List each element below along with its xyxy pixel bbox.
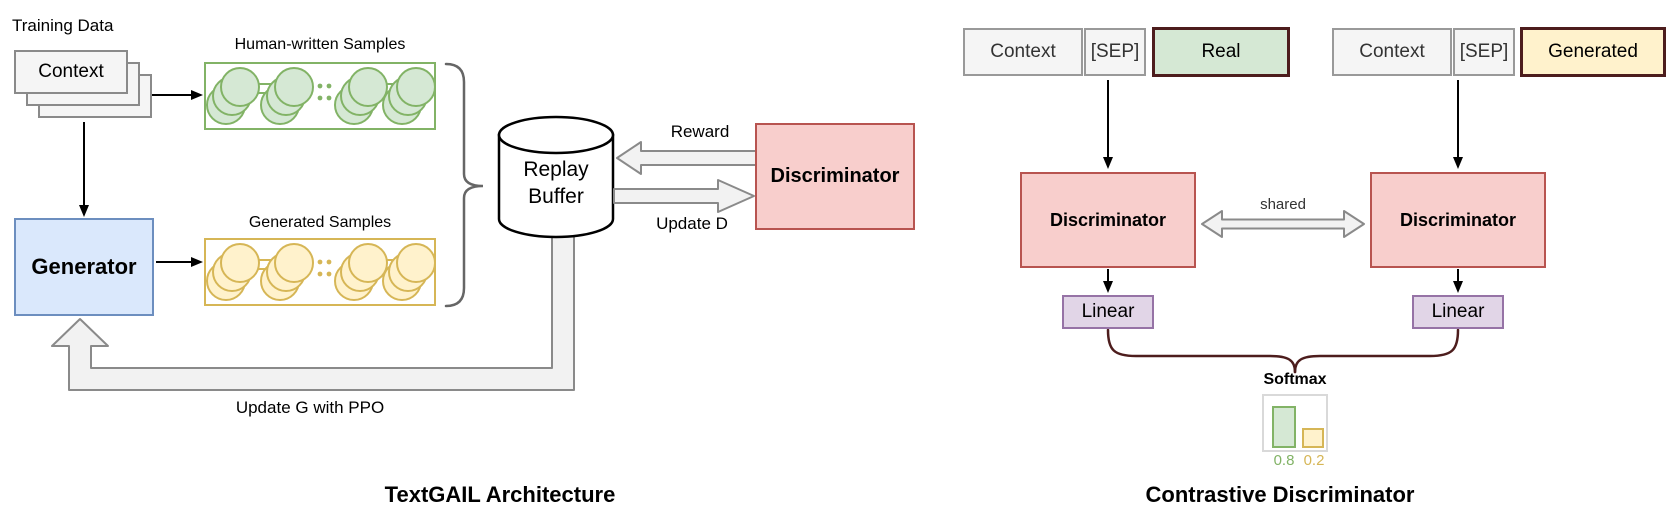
contrastive-discriminator-title: Contrastive Discriminator bbox=[1145, 482, 1415, 507]
replay-buffer-label: Replay Buffer bbox=[499, 156, 613, 210]
replay-buffer-cylinder bbox=[497, 115, 615, 239]
reward-arrow bbox=[616, 141, 757, 175]
contrastive-discriminator-right-box: Discriminator bbox=[1370, 172, 1546, 268]
replay-buffer-line1: Replay bbox=[523, 158, 589, 181]
softmax-value-real: 0.8 bbox=[1273, 452, 1295, 469]
update-g-pipe-arrow bbox=[51, 225, 575, 391]
update-g-label: Update G with PPO bbox=[235, 398, 385, 417]
linear-left-box: Linear bbox=[1062, 295, 1154, 329]
context-sheet-front: Context bbox=[14, 50, 128, 94]
softmax-brace bbox=[1106, 328, 1460, 374]
replay-buffer-line2: Buffer bbox=[528, 185, 584, 208]
linear-right-box: Linear bbox=[1412, 295, 1504, 329]
training-data-label: Training Data bbox=[12, 16, 114, 35]
reward-label: Reward bbox=[670, 122, 730, 141]
human-samples-label: Human-written Samples bbox=[234, 36, 406, 53]
discriminator-box: Discriminator bbox=[755, 123, 915, 230]
update-d-label: Update D bbox=[656, 214, 728, 233]
generated-sample-circles-icon bbox=[206, 243, 436, 301]
gen-row-sep-cell: [SEP] bbox=[1453, 28, 1515, 76]
contrastive-discriminator-left-box: Discriminator bbox=[1020, 172, 1196, 268]
real-row-sep-cell: [SEP] bbox=[1084, 28, 1146, 76]
shared-weights-double-arrow bbox=[1201, 210, 1365, 238]
samples-brace bbox=[444, 62, 484, 308]
real-tag-cell: Real bbox=[1152, 27, 1290, 77]
human-sample-circles-icon bbox=[206, 67, 436, 125]
real-row-context-cell: Context bbox=[963, 28, 1083, 76]
gen-row-context-cell: Context bbox=[1332, 28, 1452, 76]
ellipsis-dots-icon bbox=[317, 259, 332, 277]
textgail-architecture-title: TextGAIL Architecture bbox=[384, 482, 616, 507]
generator-box: Generator bbox=[14, 218, 154, 316]
generated-samples-label: Generated Samples bbox=[248, 214, 392, 231]
generated-samples-box bbox=[204, 238, 436, 306]
update-d-arrow bbox=[613, 179, 755, 213]
left-arrows bbox=[79, 90, 203, 267]
generated-tag-cell: Generated bbox=[1520, 27, 1666, 77]
shared-label: shared bbox=[1260, 196, 1306, 213]
softmax-bar-generated bbox=[1302, 428, 1324, 448]
ellipsis-dots-icon bbox=[317, 83, 332, 101]
softmax-bar-real bbox=[1272, 406, 1296, 448]
human-samples-box bbox=[204, 62, 436, 130]
softmax-value-generated: 0.2 bbox=[1303, 452, 1325, 469]
softmax-label: Softmax bbox=[1263, 371, 1327, 388]
right-arrows bbox=[1103, 80, 1463, 293]
